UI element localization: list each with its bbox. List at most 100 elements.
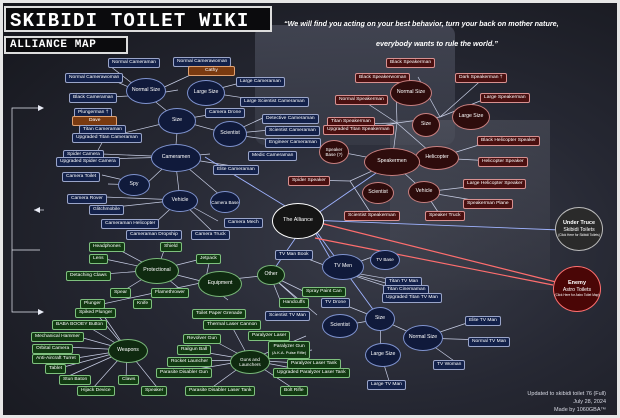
node-tablet[interactable]: Tablet — [45, 364, 67, 374]
node-normal-tv-man[interactable]: Normal TV Man — [468, 337, 511, 347]
node-tv-large-size[interactable]: Large Size — [365, 343, 401, 367]
node-dark-speakerman[interactable]: Dark Speakerman † — [455, 73, 507, 83]
node-cameraman-helicopter[interactable]: Cameraman Helicopter — [101, 219, 160, 229]
node-tv-normal-size[interactable]: Normal Size — [403, 325, 443, 351]
node-normal-camerawoman-2[interactable]: Normal Camerawoman — [65, 73, 124, 83]
node-normal-speakerman[interactable]: Normal Speakerman — [335, 95, 388, 105]
node-upgraded-titan-speakerman[interactable]: Upgraded Titan Speakerman — [323, 125, 394, 135]
node-cam-scientist[interactable]: Scientist — [213, 121, 247, 147]
node-cam-normal-size[interactable]: Normal Size — [126, 78, 166, 104]
node-thermal-laser-cannon[interactable]: Thermal Laser Cannon — [203, 320, 262, 330]
node-helicopter-speaker[interactable]: Helicopter Speaker — [478, 157, 528, 167]
node-camera-drone[interactable]: Camera Drone — [205, 108, 246, 118]
node-speakerman-plane[interactable]: Speakerman Plane — [463, 199, 513, 209]
node-black-cameraman[interactable]: Black Cameraman — [69, 93, 118, 103]
node-sp-scientist[interactable]: Scientist — [362, 182, 394, 204]
node-large-speakerman[interactable]: Large Speakerman — [480, 93, 530, 103]
node-spy[interactable]: Spy — [118, 174, 150, 196]
node-toilet-paper-grenade[interactable]: Toilet Paper Grenade — [192, 309, 247, 319]
node-tv-drone[interactable]: TV Drone — [321, 298, 350, 308]
node-tv-scientist[interactable]: Scientist — [322, 314, 358, 338]
node-spiked-plunger[interactable]: Spiked Plunger — [75, 308, 117, 318]
node-spray-paint-can[interactable]: Spray Paint Can — [302, 287, 346, 297]
node-paralyzer-gun[interactable]: Paralyzer Gun (A.K.A. Pulse Rifle) — [268, 341, 311, 359]
node-camera-toilet[interactable]: Camera Toilet — [62, 172, 101, 182]
node-large-cameraman[interactable]: Large Cameraman — [236, 77, 285, 87]
node-camera-truck[interactable]: Camera Truck — [191, 230, 230, 240]
node-scientist-tv-man[interactable]: Scientist TV Man — [265, 311, 310, 321]
node-sp-vehicle[interactable]: Vehicle — [408, 181, 440, 203]
node-shield[interactable]: Shield — [160, 242, 182, 252]
node-orbital-camera[interactable]: Orbital Camera — [32, 344, 74, 354]
node-stun-baton[interactable]: Stun Baton — [59, 375, 92, 385]
node-cam-vehicle[interactable]: Vehicle — [162, 190, 198, 212]
node-parasite-disabler-laser-tank[interactable]: Parasite Disabler Laser Tank — [185, 386, 256, 396]
node-spider-speaker[interactable]: Spider Speaker — [288, 176, 330, 186]
node-mechanical-hammer[interactable]: Mechanical Hammer — [31, 332, 84, 342]
node-guns-and-launchers[interactable]: Guns and Launchers — [230, 350, 270, 374]
node-speaker-base[interactable]: Speaker Base (?) — [319, 140, 349, 164]
node-weapons[interactable]: Weapons — [108, 339, 148, 363]
node-lens[interactable]: Lens — [89, 254, 108, 264]
node-large-tv-man[interactable]: Large TV Man — [367, 380, 406, 390]
node-bolt-rifle[interactable]: Bolt Rifle — [280, 386, 308, 396]
node-sp-size[interactable]: Size — [412, 113, 440, 137]
node-medic-cameraman[interactable]: Medic Cameraman — [248, 151, 298, 161]
node-normal-cameraman[interactable]: Normal Cameraman — [108, 58, 161, 68]
node-the-alliance[interactable]: The Alliance — [272, 203, 324, 239]
node-cam-size[interactable]: Size — [158, 108, 196, 134]
node-upgraded-titan-cameraman[interactable]: Upgraded Titan Cameraman — [72, 133, 142, 143]
node-black-speakerwoman[interactable]: Black Speakerwoman — [355, 73, 411, 83]
node-upgraded-titan-tv-man[interactable]: Upgraded Titan TV Man — [382, 293, 442, 303]
node-anti-aircraft-turret[interactable]: Anti-Aircraft Turret — [32, 354, 80, 364]
node-tv-men[interactable]: TV Men — [322, 254, 364, 280]
node-black-speaker[interactable]: Black Speakerman — [386, 58, 436, 68]
node-sp-normal-size[interactable]: Normal Size — [390, 80, 432, 106]
node-other[interactable]: Other — [257, 265, 285, 285]
node-parasite-disabler-gun[interactable]: Parasite Disabler Gun — [156, 368, 212, 378]
node-upgraded-spider-camera[interactable]: Upgraded Spider Camera — [56, 157, 120, 167]
node-under-truce[interactable]: Under Truce Skibidi Toilets (Click Here … — [555, 207, 603, 251]
node-speaker[interactable]: Speaker — [141, 386, 168, 396]
node-elite-cameraman[interactable]: Elite Cameraman — [213, 165, 259, 175]
node-paralyzer-laser[interactable]: Paralyzer Laser — [248, 331, 291, 341]
node-tv-woman[interactable]: TV Woman — [433, 360, 466, 370]
node-enemy[interactable]: Enemy Astro Toilets (Click Here for Astr… — [553, 266, 601, 312]
node-large-scientist-cameraman[interactable]: Large Scientist Cameraman — [240, 97, 309, 107]
node-camera-rover[interactable]: Camera Rover — [67, 194, 107, 204]
node-camera-mech[interactable]: Camera Mech — [224, 218, 263, 228]
node-claws[interactable]: Claws — [118, 375, 140, 385]
node-elite-tv-man[interactable]: Elite TV Man — [465, 316, 501, 326]
node-upgraded-paralyzer-laser-tank[interactable]: Upgraded Paralyzer Laser Tank — [273, 368, 350, 378]
node-cam-large-size[interactable]: Large Size — [187, 80, 225, 106]
node-tv-size[interactable]: Size — [365, 307, 395, 331]
node-tv-base[interactable]: TV Base — [370, 250, 400, 270]
node-rocket-launcher[interactable]: Rocket Launcher — [167, 357, 212, 367]
node-large-helicopter-speaker[interactable]: Large Helicopter Speaker — [463, 179, 527, 189]
node-jetpack[interactable]: Jetpack — [196, 254, 221, 264]
node-black-helicopter-speaker[interactable]: Black Helicopter Speaker — [477, 136, 540, 146]
node-cameraman-dropship[interactable]: Cameraman Dropship — [126, 230, 182, 240]
node-revolver-gun[interactable]: Revolver Gun — [183, 334, 221, 344]
node-protectional[interactable]: Protectional — [135, 258, 179, 284]
node-detective-cameraman[interactable]: Detective Cameraman — [262, 114, 319, 124]
node-hijack-device[interactable]: Hijack Device — [77, 386, 115, 396]
node-sp-large-size[interactable]: Large Size — [452, 104, 490, 130]
node-flamethrower[interactable]: Flamethrower — [151, 288, 189, 298]
node-equipment[interactable]: Equipment — [198, 271, 242, 297]
node-baba-booey-button[interactable]: BABA BOOEY Button — [52, 320, 107, 330]
node-scientist-speakerman[interactable]: Scientist Speakerman — [344, 211, 400, 221]
node-handcuffs[interactable]: Handcuffs — [279, 298, 309, 308]
node-cathy[interactable]: Cathy — [188, 66, 235, 76]
node-glitchmobile[interactable]: Glitchmobile — [89, 205, 124, 215]
node-tv-man-book[interactable]: TV Man Book — [275, 250, 313, 260]
node-knife[interactable]: Knife — [133, 299, 153, 309]
node-spear[interactable]: Spear — [110, 288, 132, 298]
node-speaker-truck[interactable]: Speaker Truck — [425, 211, 465, 221]
node-sp-helicopter[interactable]: Helicopter — [415, 146, 459, 170]
node-headphones[interactable]: Headphones — [89, 242, 125, 252]
node-engineer-cameraman[interactable]: Engineer Cameraman — [265, 138, 321, 148]
node-railgun-ball[interactable]: Railgun Ball — [177, 345, 212, 355]
node-speakermen[interactable]: Speakermen — [364, 148, 420, 176]
node-detaching-claws[interactable]: Detaching Claws — [66, 271, 111, 281]
